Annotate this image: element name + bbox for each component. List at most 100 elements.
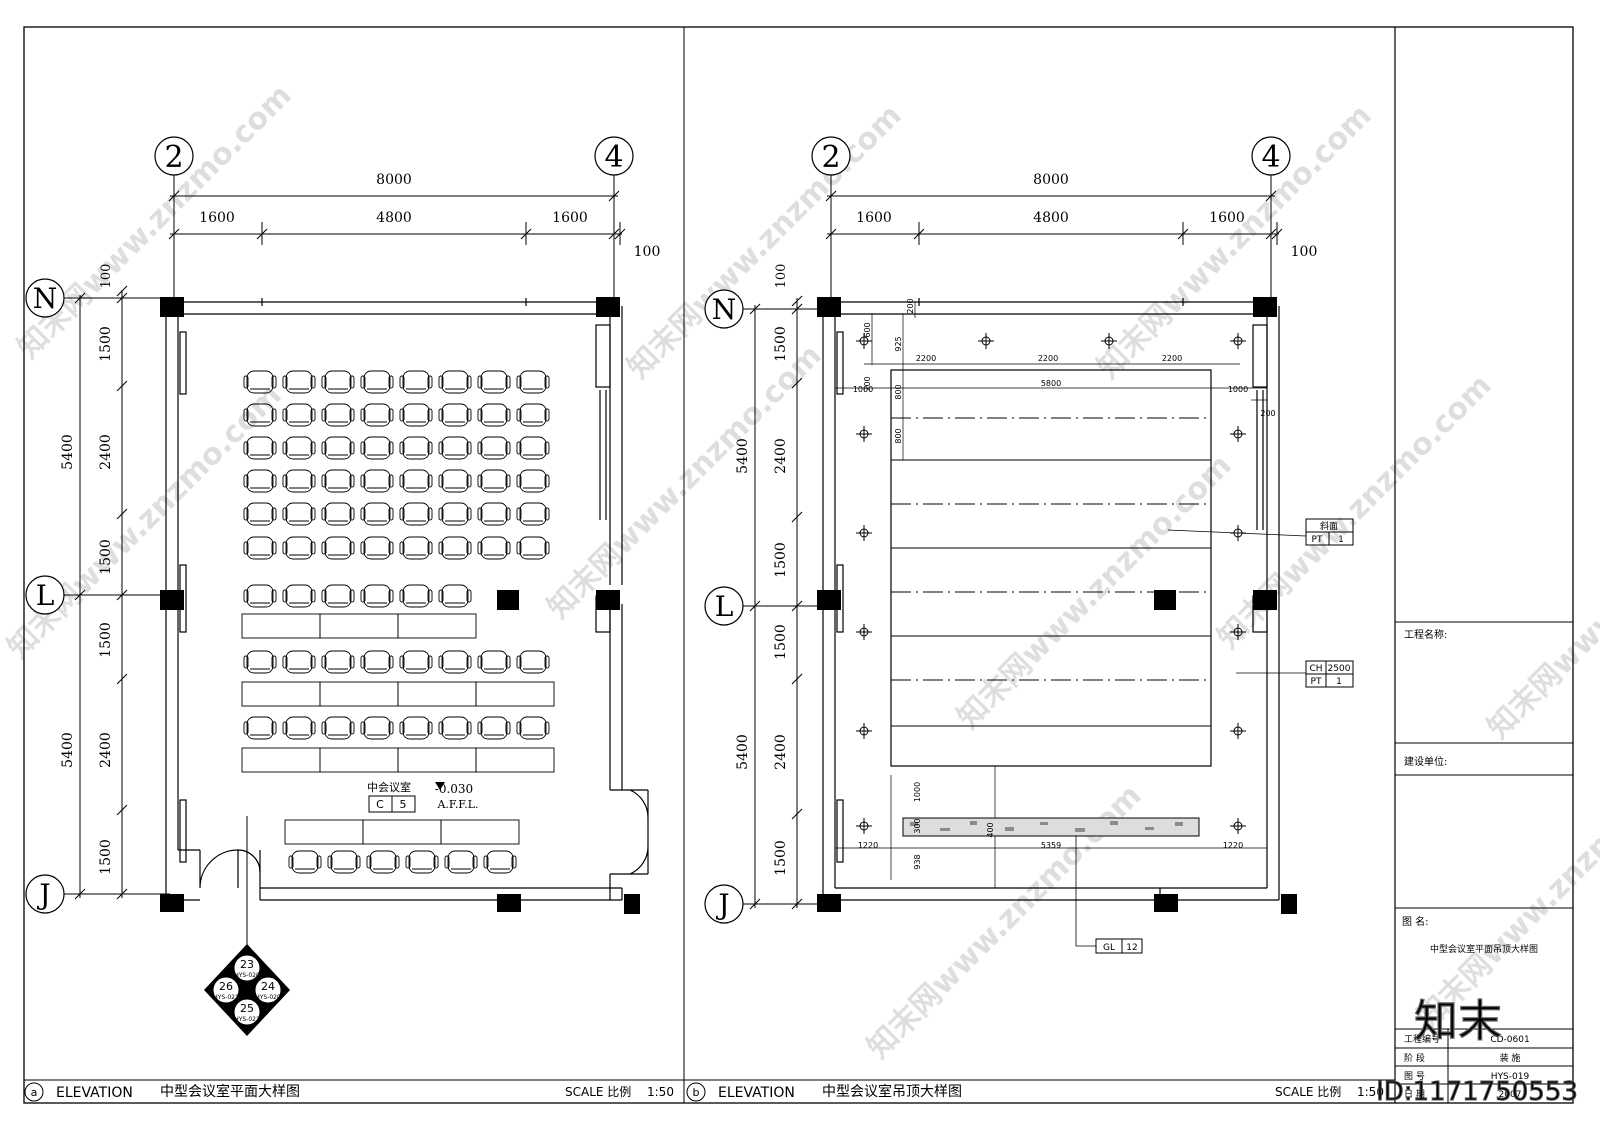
svg-text:工程编号: 工程编号 [1404,1033,1440,1045]
chair [360,536,394,560]
dim-side: 2400 [98,732,114,768]
material-tag-slope: 斜面 PT 1 [1167,518,1354,546]
svg-text:N: N [712,293,737,326]
columns [817,297,1297,914]
chair [360,436,394,460]
svg-text:700: 700 [863,376,872,391]
ceiling-panel [890,369,1212,767]
svg-text:阶 段: 阶 段 [1404,1052,1425,1064]
drawing-name: 中型会议室平面吊顶大样图 [1430,943,1538,955]
svg-text:图 号: 图 号 [1404,1071,1425,1082]
svg-text:CD-0601: CD-0601 [1490,1035,1529,1045]
title-block: 工程名称: 建设单位: 图 名: 中型会议室平面吊顶大样图 工程编号 CD-06… [1402,628,1538,1100]
svg-text:J: J [36,878,50,911]
walls [165,298,649,901]
svg-text:400: 400 [986,822,995,837]
chair [321,436,355,460]
chair [516,436,550,460]
chair [243,716,277,740]
chair [399,436,433,460]
svg-text:CH: CH [1309,664,1322,674]
room-tag: C 5 [368,795,416,813]
downlight-icon [856,525,872,541]
grid-bubble-N: N [25,278,65,318]
chair [483,850,517,874]
desk [319,747,399,773]
svg-text:HYS-020: HYS-020 [234,972,260,979]
dimension-lines-top [168,175,626,300]
chair [477,469,511,493]
glass-strip [902,817,1200,837]
downlight-icon [1230,723,1246,739]
svg-text:2200: 2200 [1038,354,1058,363]
svg-text:1: 1 [1336,677,1342,687]
view-scale-value: 1:50 [647,1085,674,1099]
desk [475,681,555,707]
chair [516,650,550,674]
chair [360,403,394,427]
dim-part: 1600 [1209,210,1245,226]
dim-part: 1600 [856,210,892,226]
level-note: A.F.F.L. [436,798,478,811]
svg-text:斜面: 斜面 [1320,520,1338,532]
glass-strip-texture [910,821,1183,832]
svg-text:800: 800 [894,428,903,443]
dim-side: 2400 [98,434,114,470]
svg-text:5800: 5800 [1041,379,1061,388]
desk [241,747,321,773]
watermark-logo: 知末 ID:1171750553 [1376,995,1579,1107]
chair [477,536,511,560]
svg-text:200: 200 [906,298,915,313]
svg-text:日 期: 日 期 [1404,1089,1425,1100]
desk [284,819,364,845]
dim-side: 1500 [98,622,114,658]
chair [438,370,472,394]
chair [243,650,277,674]
svg-text:HYS-021: HYS-021 [213,994,239,1001]
svg-text:925: 925 [894,336,903,351]
grid-bubble-J: J [704,884,744,924]
downlight-icon [856,333,872,349]
watermark-text: 知末网www.znzmo.com [1211,368,1499,656]
chair [282,650,316,674]
svg-text:PT: PT [1312,535,1323,545]
svg-text:装 施: 装 施 [1500,1052,1521,1064]
chair [282,370,316,394]
chair [399,370,433,394]
room-label: 中会议室 [367,780,411,794]
dim-total: 8000 [376,172,412,188]
view-title: 中型会议室吊顶大样图 [822,1083,962,1100]
grid-bubble-2: 2 [811,136,851,176]
dim-side: 1500 [773,326,789,362]
downlight-icon [978,333,994,349]
desk [475,747,555,773]
chair [360,502,394,526]
dim-side: 5400 [735,438,751,474]
chair [477,370,511,394]
chair [516,536,550,560]
watermark-layer: 知末网www.znzmo.com 知末网www.znzmo.com 知末网www… [1,78,1600,1066]
svg-text:800: 800 [894,384,903,399]
svg-text:1000: 1000 [913,782,922,802]
svg-text:25: 25 [240,1002,254,1015]
dim-side: 2400 [773,734,789,770]
downlight-icon [1101,333,1117,349]
chair [243,502,277,526]
chair [282,716,316,740]
grid-bubble-2: 2 [154,136,194,176]
chair [243,403,277,427]
svg-text:4: 4 [604,140,623,175]
svg-text:23: 23 [240,958,254,971]
material-tag-ceiling-height: CH 2500 PT 1 [1236,660,1354,688]
downlight-icon [1230,426,1246,442]
chair [477,502,511,526]
svg-text:1000: 1000 [853,385,873,394]
chair [282,436,316,460]
chair [477,436,511,460]
downlight-icon [856,426,872,442]
chair [399,716,433,740]
desk [397,613,477,639]
dim-side: 5400 [60,732,76,768]
footer-right: b ELEVATION 中型会议室吊顶大样图 SCALE 比例 1:50 [686,1082,1384,1102]
grid-bubble-N: N [704,289,744,329]
